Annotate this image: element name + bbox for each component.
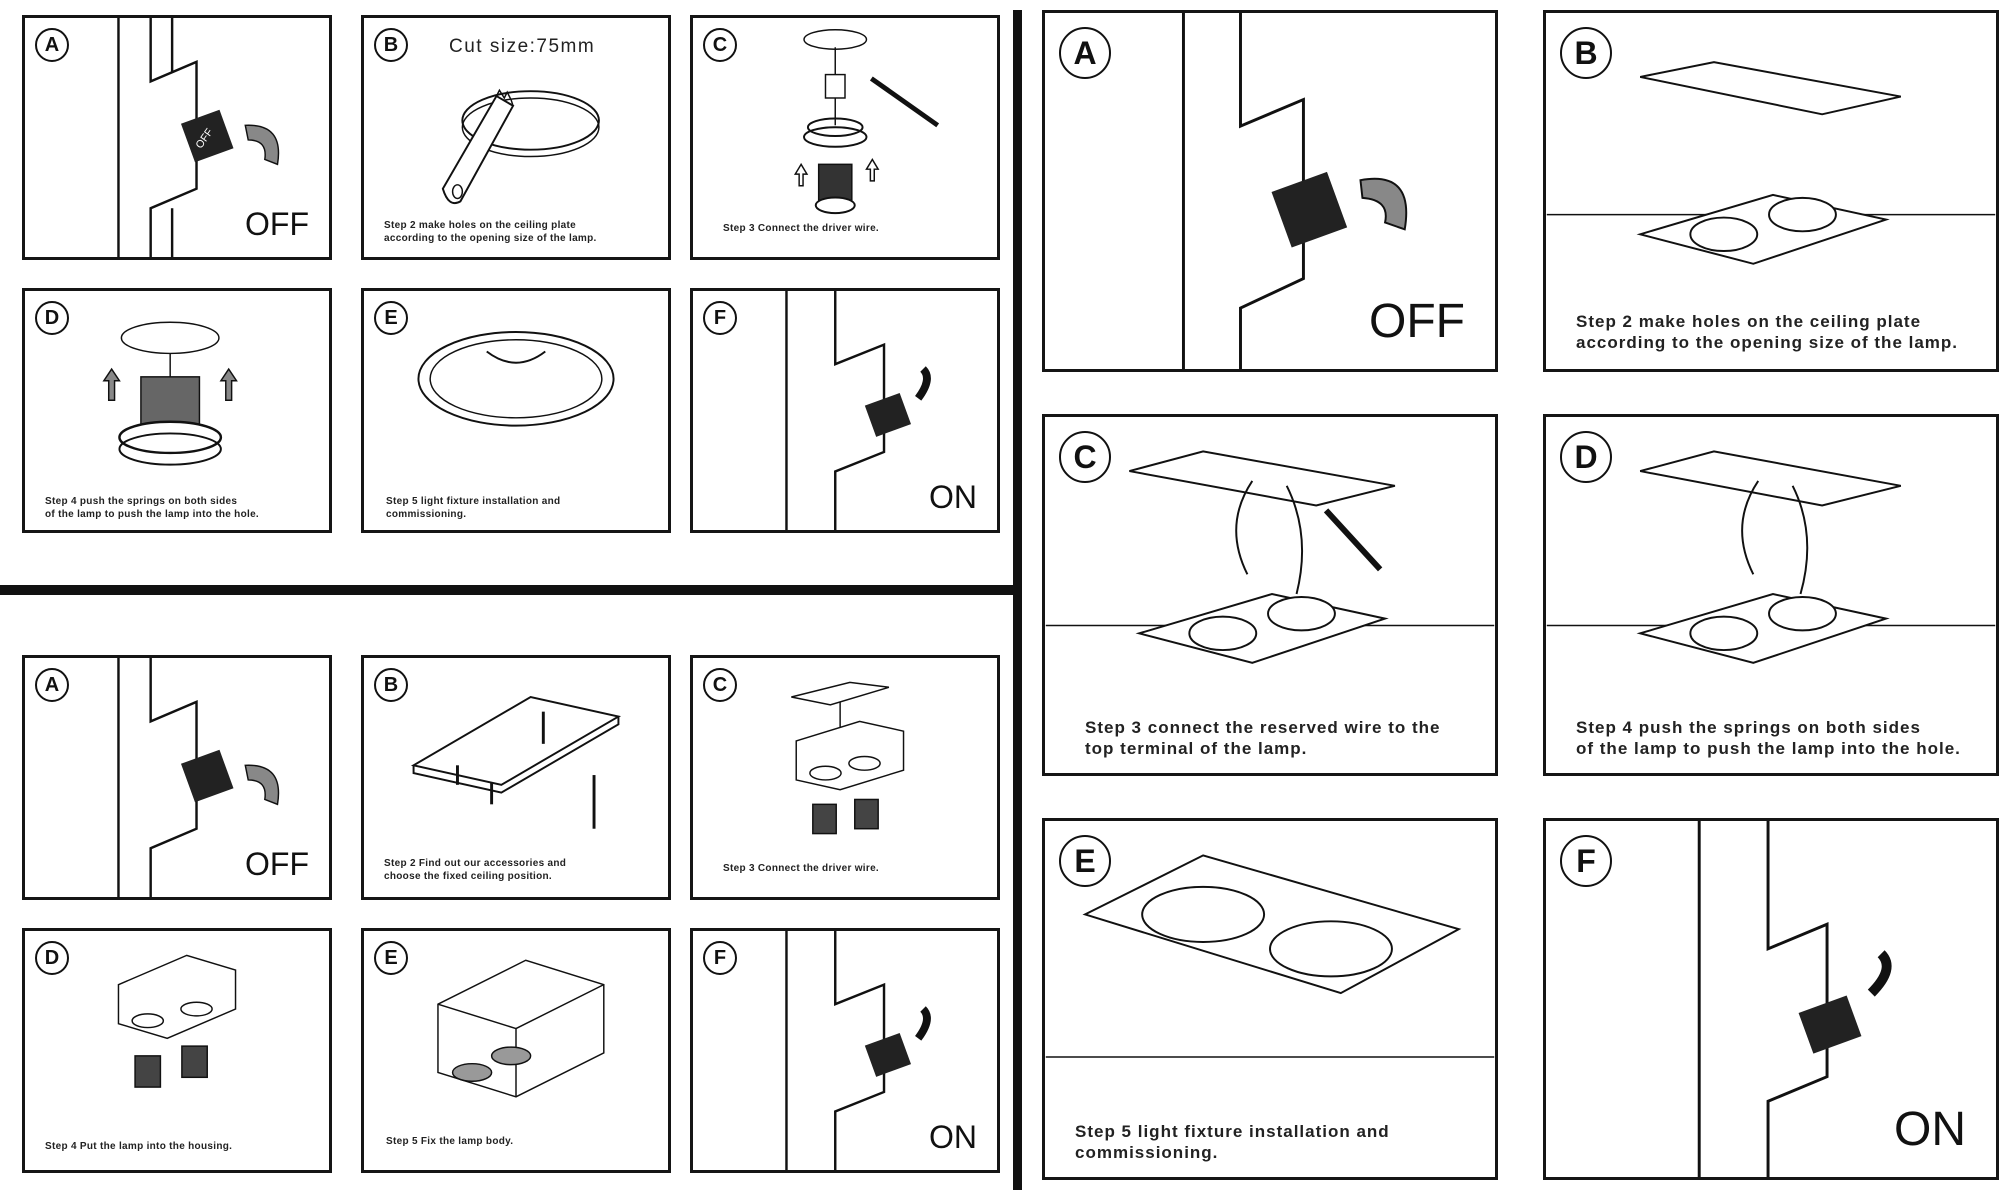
double-step-c-panel: C Step 3 connect the reserved wire to th… bbox=[1042, 414, 1498, 776]
surface-step-e-panel: E Step 5 Fix the lamp body. bbox=[361, 928, 671, 1173]
wall-switch-off-illustration bbox=[117, 658, 280, 897]
wall-switch-on-illustration bbox=[785, 291, 931, 530]
double-step-b-panel: B Step 2 make holes on the ceiling plate… bbox=[1543, 10, 1999, 372]
round-step-f-panel: F ON bbox=[690, 288, 1000, 533]
housing-wire-illustration bbox=[791, 681, 905, 835]
step-caption: Step 5 Fix the lamp body. bbox=[386, 1136, 514, 1147]
vertical-divider bbox=[1013, 10, 1022, 1190]
step-caption: Step 2 make holes on the ceiling plate a… bbox=[384, 220, 597, 244]
wall-switch-off-illustration bbox=[1181, 13, 1408, 369]
wall-switch-on-illustration bbox=[1697, 821, 1892, 1177]
off-label: OFF bbox=[245, 846, 309, 882]
step-caption: Step 4 push the springs on both sides of… bbox=[1576, 718, 1961, 759]
step-letter-badge: A bbox=[35, 668, 69, 702]
step-letter-badge: B bbox=[374, 668, 408, 702]
wall-switch-on-illustration bbox=[785, 931, 931, 1170]
step-letter-badge: C bbox=[703, 668, 737, 702]
step-caption: Step 4 push the springs on both sides of… bbox=[45, 496, 260, 520]
step-letter-badge: E bbox=[374, 941, 408, 975]
lamp-into-housing-illustration bbox=[117, 954, 237, 1088]
step-caption: Step 3 connect the reserved wire to the … bbox=[1085, 718, 1441, 759]
double-step-d-panel: D Step 4 push the springs on both sides … bbox=[1543, 414, 1999, 776]
step-letter-badge: C bbox=[1059, 431, 1111, 483]
double-step-a-panel: A OFF bbox=[1042, 10, 1498, 372]
step-caption: Step 3 Connect the driver wire. bbox=[723, 863, 880, 874]
step-letter-badge: B bbox=[374, 28, 408, 62]
step-letter-badge: D bbox=[35, 301, 69, 335]
step-letter-badge: A bbox=[1059, 27, 1111, 79]
step-caption: Step 2 make holes on the ceiling plate a… bbox=[1576, 312, 1959, 353]
installed-fixture-illustration bbox=[417, 330, 615, 427]
step-letter-badge: F bbox=[703, 941, 737, 975]
surface-step-c-panel: C Step 3 Connect the driver wire. bbox=[690, 655, 1000, 900]
on-label: ON bbox=[929, 479, 977, 515]
mounting-plate-screws-illustration bbox=[410, 695, 622, 829]
step-caption: Step 4 Put the lamp into the housing. bbox=[45, 1141, 233, 1152]
ceiling-cut-saw-illustration bbox=[441, 88, 600, 205]
double-step-e-panel: E Step 5 light fixture installation and … bbox=[1042, 818, 1498, 1180]
surface-step-d-panel: D Step 4 Put the lamp into the housing. bbox=[22, 928, 332, 1173]
step-letter-badge: E bbox=[374, 301, 408, 335]
double-spring-push-illustration bbox=[1546, 450, 1996, 664]
step-letter-badge: C bbox=[703, 28, 737, 62]
horizontal-divider bbox=[0, 585, 1016, 595]
round-step-d-panel: D Step 4 push the springs on both sides … bbox=[22, 288, 332, 533]
round-step-a-panel: OFF A OFF bbox=[22, 15, 332, 260]
step-letter-badge: D bbox=[35, 941, 69, 975]
cut-size-label: Cut size:75mm bbox=[449, 36, 596, 57]
double-ceiling-plate-illustration bbox=[1546, 61, 1996, 265]
double-step-f-panel: F ON bbox=[1543, 818, 1999, 1180]
round-step-e-panel: E Step 5 light fixture installation and … bbox=[361, 288, 671, 533]
step-letter-badge: D bbox=[1560, 431, 1612, 483]
surface-step-b-panel: B Step 2 Find out our accessories and ch… bbox=[361, 655, 671, 900]
off-label: OFF bbox=[245, 206, 309, 242]
surface-step-a-panel: A OFF bbox=[22, 655, 332, 900]
step-letter-badge: E bbox=[1059, 835, 1111, 887]
step-letter-badge: A bbox=[35, 28, 69, 62]
double-reserved-wire-illustration bbox=[1045, 450, 1495, 664]
step-caption: Step 5 light fixture installation and co… bbox=[1075, 1122, 1390, 1163]
step-caption: Step 3 Connect the driver wire. bbox=[723, 223, 880, 234]
round-step-b-panel: B Cut size:75mm Step 2 make holes on the… bbox=[361, 15, 671, 260]
on-label: ON bbox=[929, 1119, 977, 1155]
double-installed-illustration bbox=[1045, 854, 1495, 1058]
driver-wire-illustration bbox=[793, 28, 940, 215]
round-step-c-panel: C Step 3 Connect the driver wire. bbox=[690, 15, 1000, 260]
spring-push-illustration bbox=[102, 321, 238, 466]
on-label: ON bbox=[1894, 1103, 1966, 1156]
wall-switch-off-illustration: OFF bbox=[117, 18, 280, 257]
step-letter-badge: F bbox=[703, 301, 737, 335]
step-letter-badge: F bbox=[1560, 835, 1612, 887]
off-label: OFF bbox=[1369, 295, 1465, 348]
step-letter-badge: B bbox=[1560, 27, 1612, 79]
surface-lamp-fixed-illustration bbox=[437, 959, 605, 1098]
step-caption: Step 2 Find out our accessories and choo… bbox=[384, 858, 567, 882]
surface-step-f-panel: F ON bbox=[690, 928, 1000, 1173]
step-caption: Step 5 light fixture installation and co… bbox=[386, 496, 561, 520]
